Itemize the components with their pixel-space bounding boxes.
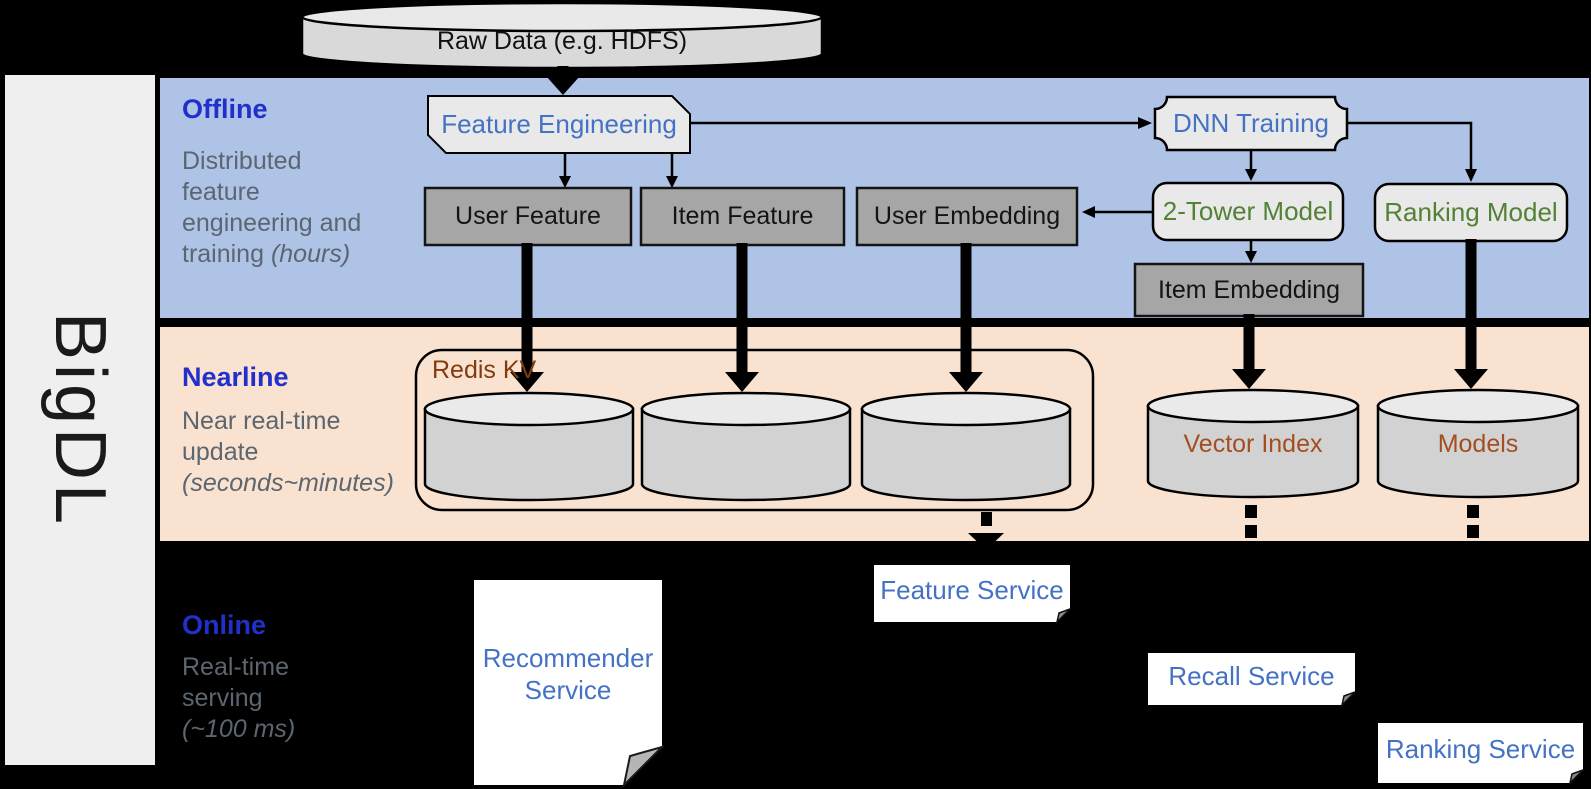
two-tower-model-shape bbox=[1151, 181, 1345, 242]
vector-index-cylinder bbox=[1146, 388, 1360, 499]
redis-cylinder-2 bbox=[640, 391, 852, 502]
feature-service-box bbox=[874, 565, 1071, 625]
redis-cylinder-1 bbox=[423, 391, 635, 502]
user-feature-box bbox=[423, 186, 633, 247]
dashed-connectors bbox=[968, 505, 1479, 550]
models-cylinder bbox=[1376, 388, 1580, 499]
user-embedding-box bbox=[855, 186, 1079, 247]
ranking-service-box bbox=[1378, 723, 1584, 786]
ranking-model-shape bbox=[1373, 182, 1569, 243]
thin-arrows bbox=[563, 121, 1473, 253]
thick-arrows bbox=[521, 66, 1477, 374]
item-embedding-box bbox=[1133, 262, 1365, 318]
raw-data-cylinder bbox=[300, 1, 824, 70]
redis-kv-container bbox=[414, 348, 1095, 512]
redis-cylinder-3 bbox=[860, 391, 1072, 502]
bigdl-sidebar bbox=[5, 75, 155, 765]
item-feature-box bbox=[639, 186, 846, 247]
thick-arrowheads bbox=[510, 76, 1488, 392]
feature-engineering-shape bbox=[427, 95, 691, 154]
recommender-service-doc bbox=[474, 580, 666, 789]
recall-service-box bbox=[1148, 653, 1356, 708]
dnn-training-shape bbox=[1153, 95, 1349, 152]
thin-arrowheads bbox=[559, 117, 1477, 263]
